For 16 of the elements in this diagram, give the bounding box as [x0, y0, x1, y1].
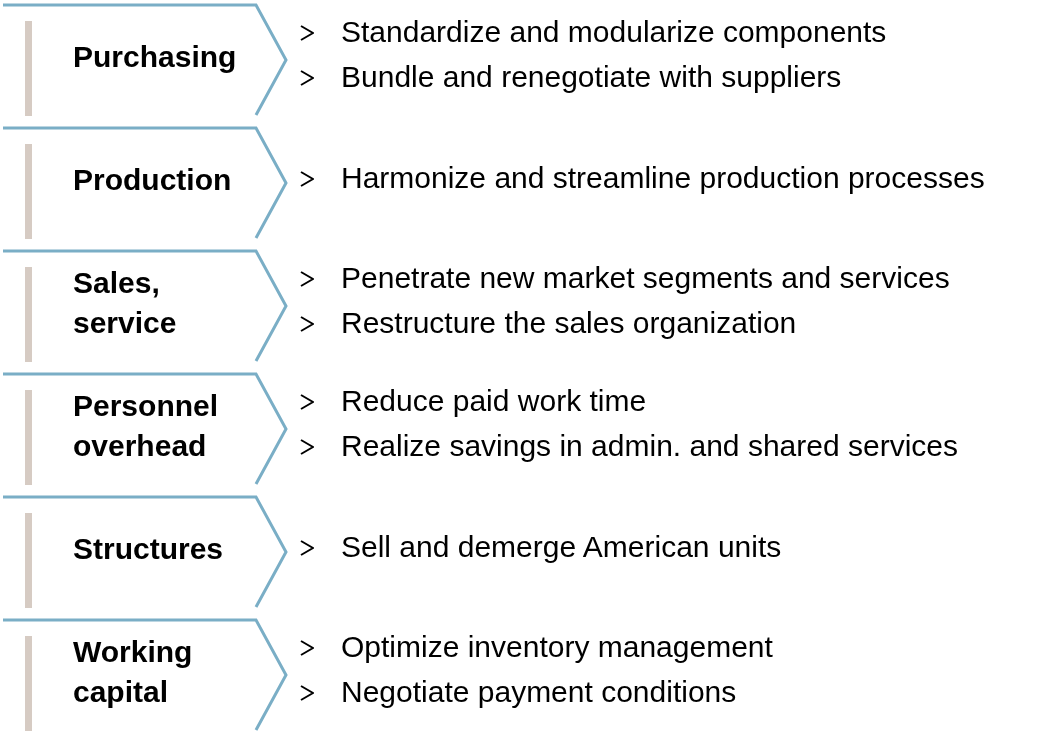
- bullet-text: Standardize and modularize components: [341, 14, 887, 50]
- category-label: Structures: [73, 531, 225, 567]
- category-label: Working capital: [73, 634, 194, 710]
- bullet-text: Sell and demerge American units: [341, 528, 782, 565]
- bullet-text: Optimize inventory management: [341, 629, 773, 665]
- bullet-text: Reduce paid work time: [341, 383, 647, 419]
- bullet-text: Restructure the sales organization: [341, 305, 797, 341]
- category-label: Sales, service: [73, 265, 178, 341]
- bullet-text: Negotiate payment conditions: [341, 674, 737, 710]
- category-label: Production: [73, 162, 233, 198]
- category-label: Personnel overhead: [73, 388, 220, 464]
- bullet-text: Harmonize and streamline production processes: [341, 159, 985, 196]
- bullet-text: Realize savings in admin. and shared services: [341, 428, 958, 464]
- bullet-text: Bundle and renegotiate with suppliers: [341, 59, 842, 95]
- category-label: Purchasing: [73, 39, 238, 75]
- bullet-text: Penetrate new market segments and services: [341, 260, 950, 296]
